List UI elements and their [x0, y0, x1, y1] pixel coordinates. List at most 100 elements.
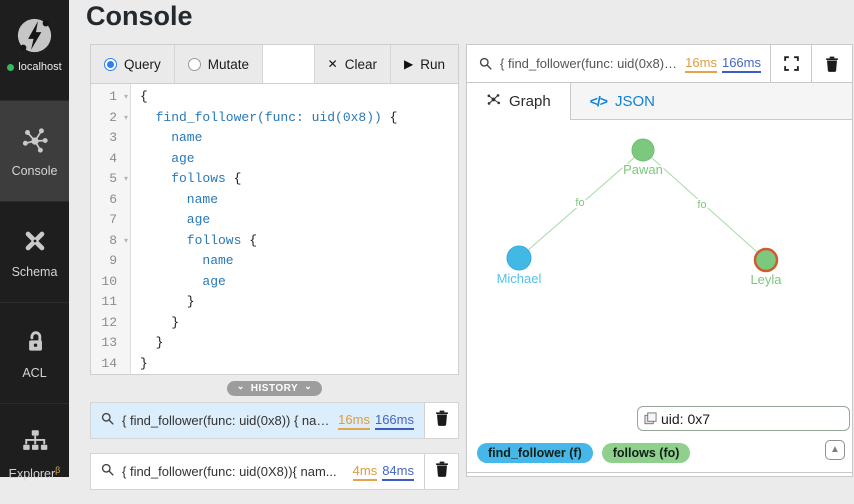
clear-button[interactable]: ✕ Clear [313, 45, 390, 83]
radio-unselected-icon [187, 57, 201, 71]
fold-arrow-icon[interactable]: ▾ [123, 93, 128, 102]
acl-lock-icon [20, 327, 50, 357]
editor-line-number: 7 [109, 212, 117, 227]
run-button[interactable]: ▶ Run [390, 45, 458, 83]
graph-edge [518, 149, 644, 259]
connection-label: localhost [18, 61, 62, 73]
editor-line-number: 4 [109, 150, 117, 166]
fold-arrow-icon[interactable]: ▾ [123, 113, 128, 123]
editor-code-line: name [202, 253, 234, 268]
node-label: Michael [497, 271, 542, 286]
editor-line-number[interactable]: 2▾ [91, 108, 130, 129]
delete-history-button[interactable] [424, 454, 458, 489]
total-latency: 166ms [374, 412, 414, 430]
page-title: Console [86, 1, 193, 31]
run-button-label: Run [420, 56, 445, 72]
connection-status-dot [7, 63, 15, 71]
radio-selected-icon [104, 57, 117, 71]
graph-node-Leyla[interactable] [753, 247, 779, 273]
editor-line-number[interactable]: 1▾ [91, 87, 130, 108]
triangle-up-icon: ▲ [830, 444, 840, 455]
graph-icon [486, 92, 501, 111]
clear-icon: ✕ [327, 57, 338, 71]
graph-edge [642, 149, 767, 261]
run-icon: ▶ [404, 57, 414, 71]
history-item[interactable]: { find_follower(func: uid(0x8)) { nam...… [90, 402, 459, 439]
editor-line-number: 6 [109, 191, 117, 207]
trash-icon[interactable] [811, 45, 852, 82]
graph-legend: find_follower (f) follows (fo) ▲ [467, 434, 852, 473]
total-latency: 166ms [721, 55, 761, 73]
trash-icon [435, 461, 449, 482]
editor-code-line: follows { [186, 232, 258, 248]
edge-label: fo [697, 199, 706, 211]
sidebar-item-console[interactable]: Console [0, 100, 69, 201]
tab-graph[interactable]: Graph [467, 83, 571, 120]
editor-line-number: 11 [101, 294, 117, 309]
editor-code-line: } [155, 335, 164, 350]
collapse-legend-button[interactable]: ▲ [825, 440, 845, 460]
results-panel: { find_follower(func: uid(0x8)) { n... 1… [466, 44, 853, 477]
delete-history-button[interactable] [424, 403, 458, 438]
legend-chip[interactable]: follows (fo) [601, 443, 691, 463]
tab-json[interactable]: </> JSON [571, 83, 674, 119]
editor-line-number: 13 [101, 335, 117, 350]
node-tooltip-text: uid: 0x7 [661, 410, 711, 427]
sidebar-item-label: Schema [11, 264, 58, 279]
server-latency: 16ms [338, 412, 370, 430]
editor-line-number: 3 [109, 130, 117, 145]
node-tooltip: uid: 0x7 [637, 406, 850, 431]
query-panel: Query Mutate ✕ Clear ▶ Run 1▾2▾3 4 5▾6 7 8▾9… [90, 44, 459, 375]
connection-status[interactable]: localhost [0, 0, 69, 100]
node-label: Pawan [623, 162, 663, 177]
editor-line-number: 10 [101, 273, 117, 289]
explorer-icon [20, 426, 50, 456]
sidebar-item-schema[interactable]: Schema [0, 201, 69, 302]
history-query[interactable]: { find_follower(func: uid(0x8)) { nam...… [91, 403, 424, 438]
console-icon [20, 125, 50, 155]
beta-badge: β [55, 465, 61, 476]
editor-line-number[interactable]: 8▾ [91, 231, 130, 252]
chevron-down-icon: ⌄ [236, 381, 245, 391]
history-toggle[interactable]: ⌄ HISTORY ⌄ [226, 381, 323, 396]
fullscreen-button[interactable] [770, 45, 811, 82]
editor-code-line: follows { [171, 171, 242, 186]
total-latency: 84ms [382, 463, 414, 481]
server-latency: 4ms [352, 463, 378, 481]
history-item[interactable]: { find_follower(func: uid(0X8)){ nam...4… [90, 453, 459, 490]
fold-arrow-icon[interactable]: ▾ [123, 236, 128, 246]
copy-icon[interactable] [644, 412, 657, 425]
sidebar-item-label: Console [11, 163, 58, 178]
chevron-down-icon: ⌄ [304, 381, 313, 391]
editor-code-line: } [171, 314, 180, 330]
editor-line-number[interactable]: 5▾ [91, 169, 130, 190]
code-icon: </> [589, 93, 608, 109]
sidebar-item-acl[interactable]: ACL [0, 302, 69, 403]
history-query[interactable]: { find_follower(func: uid(0X8)){ nam...4… [91, 454, 424, 489]
sidebar-item-explorer[interactable]: Explorerβ [0, 403, 69, 504]
sidebar-item-label: Explorerβ [8, 465, 61, 482]
fold-arrow-icon[interactable]: ▾ [123, 175, 128, 184]
editor-code-line: name [186, 191, 219, 207]
graph-node-Michael[interactable] [506, 245, 532, 271]
query-tab[interactable]: Query [91, 45, 175, 83]
editor-code-line: } [186, 294, 195, 309]
editor-line-number: 9 [109, 253, 117, 268]
editor-code-line: age [171, 150, 195, 166]
tab-graph-label: Graph [509, 93, 551, 110]
search-icon [101, 412, 114, 430]
result-tabbar: Graph </> JSON [467, 83, 852, 120]
mutate-tab[interactable]: Mutate [174, 45, 264, 83]
search-icon [467, 57, 500, 70]
history-query-text: { find_follower(func: uid(0x8)) { nam... [122, 413, 331, 428]
legend-chip[interactable]: find_follower (f) [477, 443, 593, 463]
graph-node-Pawan[interactable] [631, 138, 655, 162]
latency-badge: 16ms 166ms [685, 55, 761, 73]
